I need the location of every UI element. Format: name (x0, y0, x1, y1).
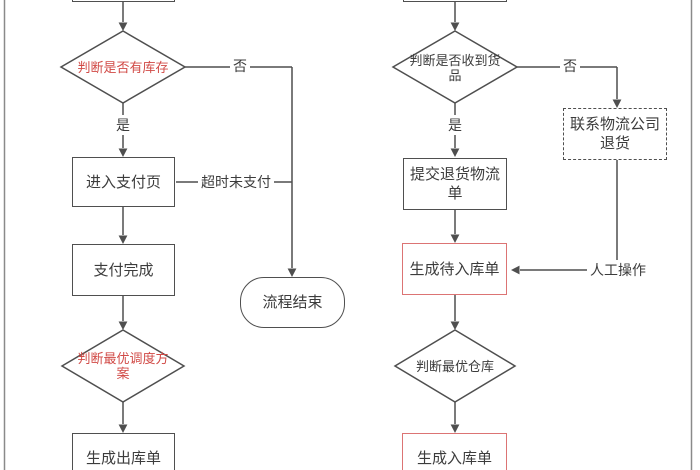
node-process-end: 流程结束 (240, 277, 345, 328)
arrowhead (450, 148, 460, 157)
arrowhead (450, 22, 460, 31)
label-yes-left: 是 (113, 115, 133, 135)
arrowhead (450, 424, 460, 433)
arrowhead (118, 22, 128, 31)
label-yes-right: 是 (445, 115, 465, 135)
label-timeout-unpaid: 超时未支付 (198, 172, 274, 192)
node-contact-logistics-return: 联系物流公司退货 (563, 108, 667, 160)
arrowhead (450, 321, 460, 330)
arrowhead (118, 235, 128, 244)
edge-logistics-to-pending (520, 160, 618, 271)
arrowhead (511, 265, 520, 275)
node-enter-payment: 进入支付页 (72, 157, 175, 207)
node-generate-pending-inbound: 生成待入库单 (402, 243, 507, 295)
arrowhead (450, 234, 460, 243)
decision-warehouse-shape (393, 329, 517, 403)
label-no-right: 否 (560, 56, 580, 76)
label-no-left: 否 (230, 56, 250, 76)
node-cropped-top-right (403, 0, 507, 2)
node-generate-inbound: 生成入库单 (402, 433, 507, 470)
arrowhead (287, 268, 297, 277)
arrowhead (118, 148, 128, 157)
label-manual-operation: 人工操作 (587, 260, 649, 280)
node-payment-complete: 支付完成 (72, 244, 175, 296)
decision-stock-shape (59, 30, 187, 104)
arrowhead (118, 424, 128, 433)
edge-no-to-end (185, 66, 293, 268)
arrowhead (118, 321, 128, 330)
node-generate-outbound: 生成出库单 (72, 433, 175, 470)
decision-dispatch-shape (60, 329, 186, 403)
node-submit-return-order: 提交退货物流单 (403, 158, 507, 210)
node-cropped-top-left (72, 0, 175, 2)
arrowhead (612, 99, 622, 108)
decision-received-shape (391, 30, 519, 104)
